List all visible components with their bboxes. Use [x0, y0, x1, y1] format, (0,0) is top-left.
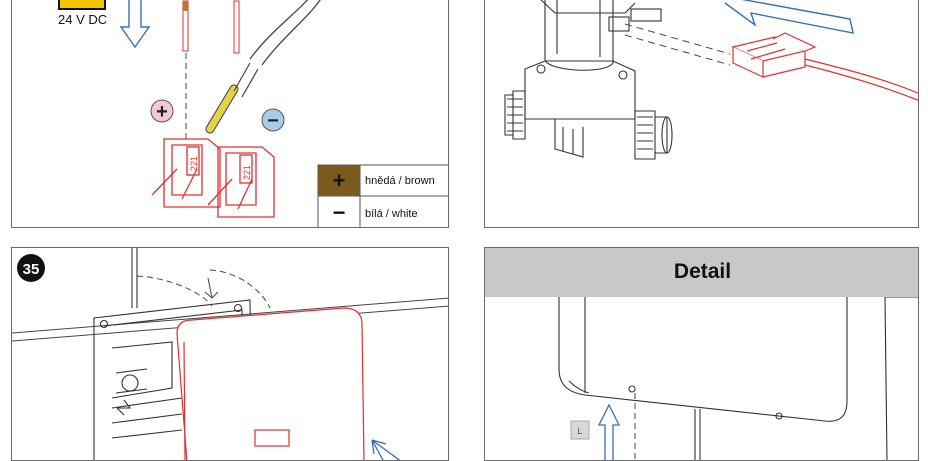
wiring-panel: 24 V DC + − 221	[11, 0, 449, 228]
up-left-arrow-icon	[371, 439, 401, 460]
wiring-diagram: 24 V DC + − 221	[58, 0, 448, 227]
detail-diagram: L	[558, 297, 918, 460]
solenoid-valve	[504, 0, 673, 160]
down-arrow-icon	[119, 0, 151, 49]
detail-header: Detail	[485, 248, 918, 297]
legend-brown-label: hnědá / brown	[365, 175, 435, 187]
valve-panel	[484, 0, 919, 228]
step-35-diagram: 35	[12, 248, 448, 460]
up-arrow-icon	[597, 403, 621, 460]
plus-symbol: +	[156, 101, 168, 123]
red-plug-connector	[731, 32, 817, 78]
wire-color-legend: + hnědá / brown − bílá / white	[317, 164, 448, 227]
minus-badge	[261, 108, 285, 132]
red-cover	[176, 307, 365, 460]
terminal-block-b	[207, 146, 275, 218]
detail-panel: Detail L	[484, 247, 919, 461]
power-supply-box	[58, 0, 106, 10]
detail-title: Detail	[673, 260, 732, 283]
terminal-number-a: 221	[189, 156, 199, 171]
cable	[249, 0, 309, 60]
brown-swatch	[318, 165, 360, 196]
terminal-number-b: 221	[242, 165, 252, 180]
yellow-wire	[206, 85, 238, 133]
legend-white-label: bílá / white	[365, 208, 418, 220]
wire-stub-white	[233, 0, 240, 54]
valve-diagram	[504, 0, 918, 160]
terminal-block-a	[151, 138, 221, 208]
detail-small-box	[570, 420, 590, 440]
detail-small-box-label: L	[577, 426, 582, 436]
step-number-badge	[17, 254, 45, 282]
legend-plus-symbol: +	[333, 168, 346, 193]
detail-cover-outline	[558, 297, 918, 460]
voltage-label: 24 V DC	[58, 12, 107, 27]
left-arrow-icon	[724, 0, 854, 34]
step-number: 35	[23, 261, 40, 278]
step-35-panel: 35	[11, 247, 449, 461]
minus-symbol: −	[267, 110, 279, 132]
plus-badge	[150, 99, 174, 123]
legend-minus-symbol: −	[333, 200, 346, 225]
